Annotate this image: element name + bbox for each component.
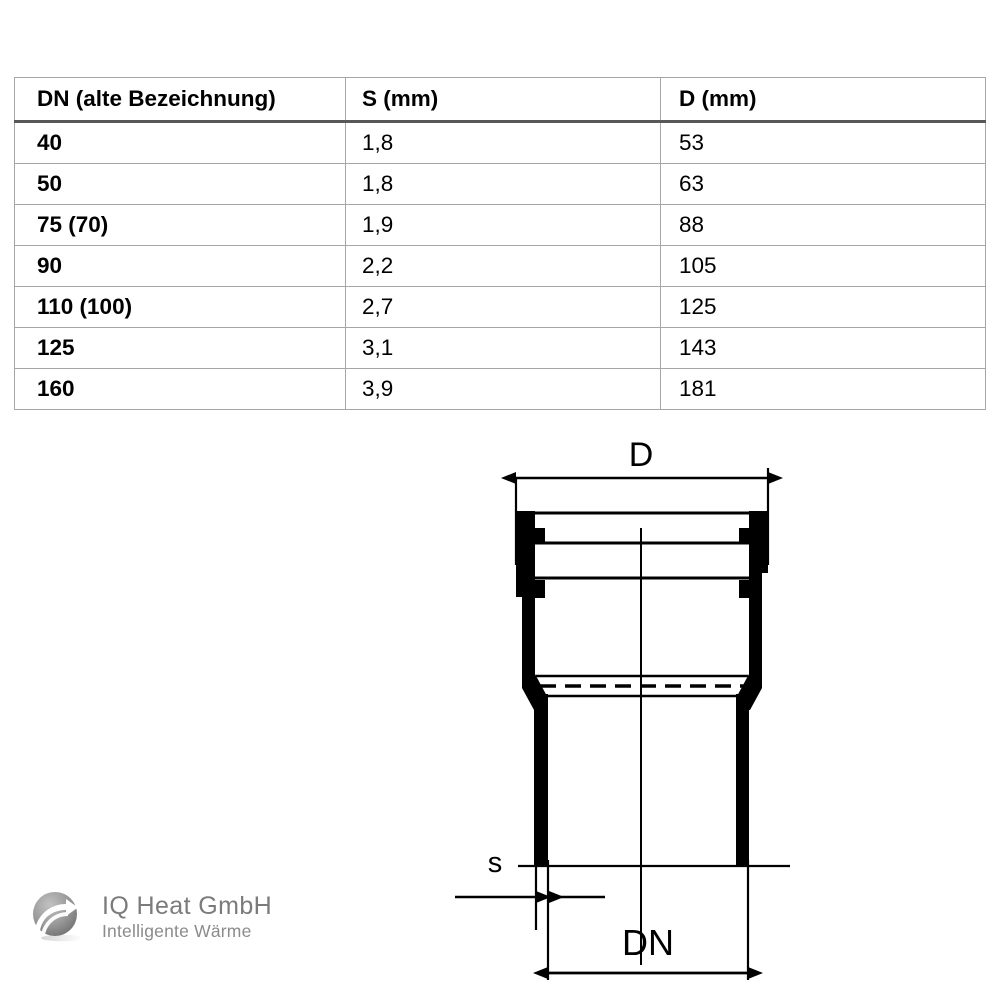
cell-d: 53 xyxy=(660,121,986,164)
table-row: 40 1,8 53 xyxy=(14,121,986,164)
table-row: 50 1,8 63 xyxy=(14,163,986,205)
cell-s: 1,8 xyxy=(345,163,661,205)
cell-dn: 75 (70) xyxy=(14,204,346,246)
table-row: 75 (70) 1,9 88 xyxy=(14,204,986,246)
cell-dn: 50 xyxy=(14,163,346,205)
dimension-wall-thickness: s xyxy=(455,847,605,903)
table-row: 110 (100) 2,7 125 xyxy=(14,286,986,328)
pipe-dimension-table: DN (alte Bezeichnung) S (mm) D (mm) 40 1… xyxy=(14,77,986,410)
socket-seal-rib-lower-right xyxy=(739,580,750,598)
sphere-swirl-icon xyxy=(28,888,88,948)
pipe-socket-cross-section: D xyxy=(0,410,1000,1000)
table-row: 160 3,9 181 xyxy=(14,368,986,410)
socket-seal-rib-upper-right xyxy=(739,528,750,543)
cell-dn: 110 (100) xyxy=(14,286,346,328)
socket-outer-wall-left xyxy=(522,511,535,683)
socket-seal-rib-lower-left xyxy=(534,580,545,598)
spec-table-container: DN (alte Bezeichnung) S (mm) D (mm) 40 1… xyxy=(14,77,986,410)
cell-s: 1,8 xyxy=(345,121,661,164)
cell-s: 1,9 xyxy=(345,204,661,246)
cell-s: 2,7 xyxy=(345,286,661,328)
company-logo: IQ Heat GmbH Intelligente Wärme xyxy=(28,878,328,958)
logo-text-block: IQ Heat GmbH Intelligente Wärme xyxy=(102,892,272,945)
table-row: 125 3,1 143 xyxy=(14,327,986,369)
table-header-row: DN (alte Bezeichnung) S (mm) D (mm) xyxy=(14,77,986,123)
column-header-d: D (mm) xyxy=(660,77,986,123)
cell-d: 181 xyxy=(660,368,986,410)
socket-lip-left xyxy=(516,511,524,573)
logo-tagline: Intelligente Wärme xyxy=(102,921,252,942)
cell-dn: 40 xyxy=(14,121,346,164)
logo-company-name: IQ Heat GmbH xyxy=(102,891,273,920)
column-header-dn: DN (alte Bezeichnung) xyxy=(14,77,346,123)
cell-d: 143 xyxy=(660,327,986,369)
column-header-s: S (mm) xyxy=(345,77,661,123)
table-row: 90 2,2 105 xyxy=(14,245,986,287)
dimension-label-dn: DN xyxy=(622,922,674,963)
dimension-label-d: D xyxy=(629,436,654,474)
cell-s: 2,2 xyxy=(345,245,661,287)
pipe-wall-right xyxy=(736,694,749,866)
pipe-wall-left xyxy=(535,694,548,866)
logo-swirl-tail xyxy=(41,912,68,935)
logo-highlight xyxy=(48,906,68,915)
socket-lip-right xyxy=(760,511,768,573)
cell-d: 63 xyxy=(660,163,986,205)
logo-swirl-arrow xyxy=(35,899,78,931)
cell-s: 3,9 xyxy=(345,368,661,410)
logo-shadow xyxy=(41,934,83,942)
socket-outer-wall-right xyxy=(749,511,762,683)
cell-dn: 90 xyxy=(14,245,346,287)
cell-d: 105 xyxy=(660,245,986,287)
cell-d: 88 xyxy=(660,204,986,246)
cell-s: 3,1 xyxy=(345,327,661,369)
dimension-nominal-diameter: DN xyxy=(533,922,763,979)
dimension-label-s: s xyxy=(488,847,503,879)
cell-dn: 125 xyxy=(14,327,346,369)
socket-seal-rib-upper-left xyxy=(534,528,545,543)
pipe-drawing-svg: D xyxy=(455,436,790,980)
cell-d: 125 xyxy=(660,286,986,328)
cell-dn: 160 xyxy=(14,368,346,410)
dimension-outer-diameter: D xyxy=(501,436,783,565)
